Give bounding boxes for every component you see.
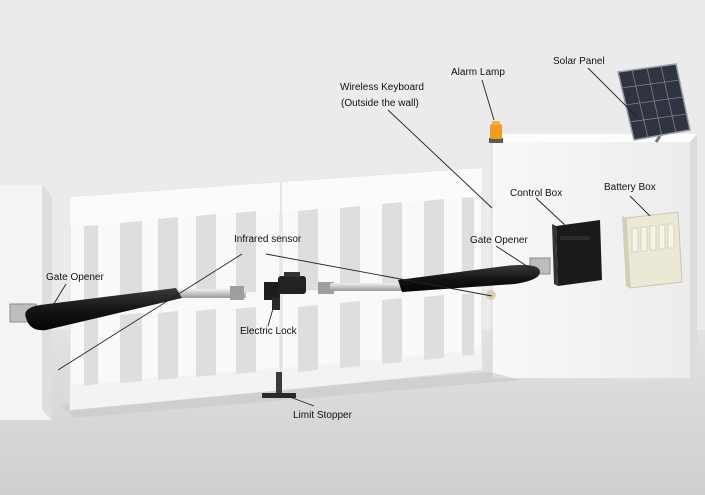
label-solar-panel: Solar Panel xyxy=(553,56,605,67)
right-gate-leaf xyxy=(281,167,483,391)
label-control-box: Control Box xyxy=(510,188,563,199)
left-gate-opener xyxy=(9,286,246,331)
control-box xyxy=(552,220,602,286)
label-battery-box: Battery Box xyxy=(604,182,656,193)
label-gate-opener-right: Gate Opener xyxy=(470,235,528,246)
leader-lines xyxy=(49,67,651,407)
left-wall xyxy=(0,185,52,420)
label-wireless-keyboard-line2: (Outside the wall) xyxy=(341,98,419,109)
label-alarm-lamp: Alarm Lamp xyxy=(451,67,505,78)
solar-panel xyxy=(617,63,691,143)
alarm-lamp xyxy=(489,121,503,143)
electric-lock xyxy=(264,272,306,310)
label-gate-opener-left: Gate Opener xyxy=(46,272,104,283)
label-wireless-keyboard-line1: Wireless Keyboard xyxy=(340,82,424,93)
label-limit-stopper: Limit Stopper xyxy=(293,410,352,421)
label-electric-lock: Electric Lock xyxy=(240,326,297,337)
label-infrared-sensor: Infrared sensor xyxy=(234,234,302,245)
limit-stopper xyxy=(262,372,296,398)
infrared-sensor-right xyxy=(486,290,496,300)
battery-box xyxy=(622,211,683,289)
